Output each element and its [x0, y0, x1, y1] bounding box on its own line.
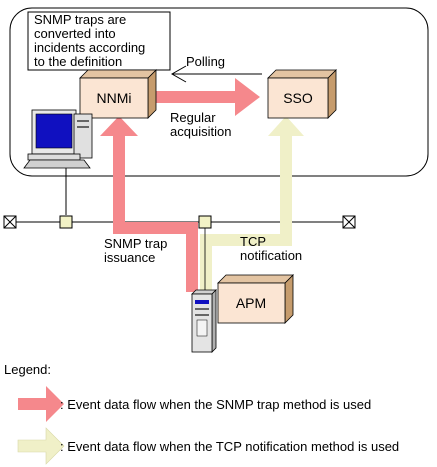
legend-title: Legend: [4, 362, 51, 377]
snmp-trap-issuance-label: SNMP trap issuance [104, 236, 171, 265]
regular-acquisition-label: Regular acquisition [170, 110, 231, 139]
terminator-right [342, 215, 356, 229]
nnmi-label: NNMi [97, 90, 132, 106]
apm-box: APM [217, 274, 294, 324]
legend-snmp-text: : Event data flow when the SNMP trap met… [60, 397, 371, 412]
sso-box: SSO [267, 69, 337, 119]
callout-text: SNMP traps are converted into incidents … [34, 12, 149, 69]
computer-icon [23, 109, 93, 169]
terminator-left [3, 215, 17, 229]
nnmi-box: NNMi [79, 69, 157, 119]
network-node-apm [198, 215, 212, 229]
snmp-flow-arrow [100, 116, 198, 292]
polling-arrow [170, 65, 262, 83]
apm-label: APM [236, 295, 266, 311]
server-tower-icon [191, 289, 217, 353]
tcp-notification-label: TCP notification [240, 234, 302, 263]
tcp-flow-arrow [200, 116, 304, 292]
regular-acquisition-arrow [148, 78, 260, 116]
legend-tcp-text: : Event data flow when the TCP notificat… [60, 439, 399, 454]
legend-tcp-arrow [17, 427, 65, 465]
callout-box [27, 11, 171, 71]
legend-snmp-arrow [18, 386, 64, 422]
polling-label: Polling [186, 54, 225, 69]
network-node-pc [59, 215, 73, 229]
sso-label: SSO [283, 90, 313, 106]
